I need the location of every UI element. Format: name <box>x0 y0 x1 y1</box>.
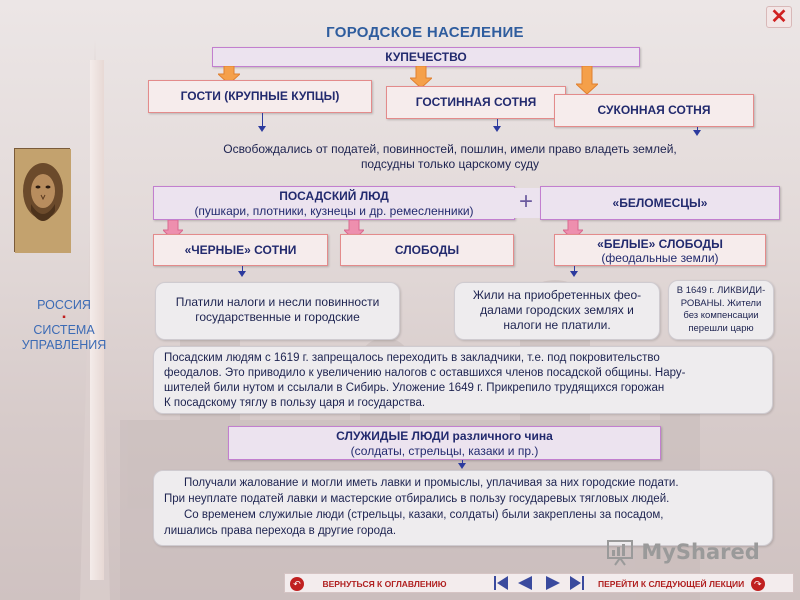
back-to-contents-label: ВЕРНУТЬСЯ К ОГЛАВЛЕНИЮ <box>322 578 447 589</box>
belomestsy-label: «БЕЛОМЕСЦЫ» <box>612 196 708 210</box>
arrow-down-icon <box>238 271 246 277</box>
white-settlements-box: «БЕЛЫЕ» СЛОБОДЫ (феодальные земли) <box>554 234 766 266</box>
watermark-logo: MyShared <box>606 538 766 568</box>
arrow-down-icon <box>493 126 501 132</box>
liquidated-line: без компенсации <box>683 310 759 321</box>
sidebar-caption: РОССИЯ ▪ СИСТЕМА УПРАВЛЕНИЯ <box>14 298 114 353</box>
page-title: ГОРОДСКОЕ НАСЕЛЕНИЕ <box>326 24 524 41</box>
black-hundreds-label: «ЧЕРНЫЕ» СОТНИ <box>184 243 297 257</box>
service-line: Получали жалование и могли иметь лавки и… <box>184 477 679 489</box>
black-hundreds-box: «ЧЕРНЫЕ» СОТНИ <box>153 234 328 266</box>
service-line: Со временем служилые люди (стрельцы, каз… <box>184 509 664 521</box>
belomestsy-box: «БЕЛОМЕСЦЫ» <box>540 186 780 220</box>
close-icon: ✕ <box>770 6 788 28</box>
privileges-line: Освобождались от податей, повинностей, п… <box>223 142 677 156</box>
privileges-line: подсудны только царскому суду <box>360 157 540 171</box>
posad-subtitle: (пушкари, плотники, кузнецы и др. ремесл… <box>194 204 474 218</box>
left-decor-band <box>90 60 104 580</box>
law-line: К посадскому тяглу в пользу царя и госуд… <box>164 397 426 409</box>
guests-label: ГОСТИ (КРУПНЫЕ КУПЦЫ) <box>180 89 340 103</box>
saviour-icon <box>15 149 71 253</box>
close-button[interactable]: ✕ <box>766 6 792 28</box>
connector-line <box>462 460 463 464</box>
service-line: При неуплате податей лавки и мастерские … <box>164 493 670 505</box>
white-settlements-title: «БЕЛЫЕ» СЛОБОДЫ <box>597 237 723 251</box>
sidebar-line-russia: РОССИЯ <box>37 298 91 312</box>
sidebar-line-governance: УПРАВЛЕНИЯ <box>21 338 107 352</box>
orange-arrow-icon <box>218 66 240 84</box>
lived-on-line: далами городских землях и <box>480 303 634 317</box>
plus-sign: + <box>510 188 542 218</box>
orange-arrow-icon <box>576 66 598 94</box>
gostinnaya-box: ГОСТИННАЯ СОТНЯ <box>386 86 566 119</box>
next-slide-icon[interactable] <box>546 575 560 591</box>
posad-people-box: ПОСАДСКИЙ ЛЮД (пушкари, плотники, кузнец… <box>153 186 515 220</box>
law-line: шителей били нутом и ссылали в Сибирь. У… <box>164 382 665 394</box>
icon-portrait-image <box>14 148 71 253</box>
liquidated-line: перешли царю <box>688 322 754 334</box>
settlements-box: СЛОБОДЫ <box>340 234 514 266</box>
service-people-box: СЛУЖИДЫЕ ЛЮДИ различного чина (солдаты, … <box>228 426 661 460</box>
lived-on-line: налоги не платили. <box>503 318 611 332</box>
posad-title: ПОСАДСКИЙ ЛЮД <box>279 189 389 203</box>
service-people-sub: (солдаты, стрельцы, казаки и пр.) <box>350 444 539 458</box>
paid-taxes-line: Платили налоги и несли повинности <box>175 295 380 309</box>
arrow-down-icon <box>458 463 466 469</box>
liquidated-line: В 1649 г. ЛИКВИДИ- <box>676 285 766 296</box>
law-1619-note: Посадским людям с 1619 г. запрещалось пе… <box>153 346 773 414</box>
connector-line <box>242 266 243 272</box>
merchants-box: КУПЕЧЕСТВО <box>212 47 640 67</box>
back-to-contents-button[interactable]: ↶ ВЕРНУТЬСЯ К ОГЛАВЛЕНИЮ <box>290 575 480 591</box>
paid-taxes-line: государственные и городские <box>195 310 360 324</box>
arrow-down-icon <box>693 130 701 136</box>
connector-line <box>697 127 698 131</box>
service-people-title: СЛУЖИДЫЕ ЛЮДИ различного чина <box>336 429 553 443</box>
gostinnaya-label: ГОСТИННАЯ СОТНЯ <box>415 95 537 109</box>
presentation-icon <box>607 540 633 566</box>
prev-slide-icon[interactable] <box>518 575 532 591</box>
merchant-privileges-text: Освобождались от податей, повинностей, п… <box>170 142 730 172</box>
service-line: лишались права перехода в другие города. <box>164 525 397 537</box>
merchants-label: КУПЕЧЕСТВО <box>385 50 467 64</box>
law-line: феодалов. Это приводило к увеличению нал… <box>164 367 686 379</box>
connector-line <box>262 113 263 127</box>
connector-line <box>497 119 498 127</box>
first-slide-icon[interactable] <box>494 575 508 591</box>
lived-on-land-note: Жили на приобретенных фео- далами городс… <box>454 282 660 340</box>
sidebar-bullet: ▪ <box>62 312 66 323</box>
watermark-text: MyShared <box>641 540 760 564</box>
settlements-label: СЛОБОДЫ <box>394 243 460 257</box>
white-settlements-sub: (феодальные земли) <box>601 251 719 265</box>
next-lecture-button[interactable]: ПЕРЕЙТИ К СЛЕДУЮЩЕЙ ЛЕКЦИИ ↷ <box>598 575 790 591</box>
last-slide-icon[interactable] <box>570 575 584 591</box>
orange-arrow-icon <box>410 66 432 88</box>
sukonnaya-label: СУКОННАЯ СОТНЯ <box>597 103 711 117</box>
guests-box: ГОСТИ (КРУПНЫЕ КУПЦЫ) <box>148 80 372 113</box>
return-arrow-icon: ↶ <box>290 576 304 591</box>
paid-taxes-note: Платили налоги и несли повинности госуда… <box>155 282 400 340</box>
connector-line <box>574 266 575 272</box>
arrow-down-icon <box>570 271 578 277</box>
forward-arrow-icon: ↷ <box>750 576 765 591</box>
lived-on-line: Жили на приобретенных фео- <box>472 288 642 302</box>
sidebar-line-system: СИСТЕМА <box>33 323 95 337</box>
service-people-note: Получали жалование и могли иметь лавки и… <box>153 470 773 546</box>
next-lecture-label: ПЕРЕЙТИ К СЛЕДУЮЩЕЙ ЛЕКЦИИ <box>598 578 745 589</box>
arrow-down-icon <box>258 126 266 132</box>
footer-nav-bar <box>284 573 794 593</box>
sukonnaya-box: СУКОННАЯ СОТНЯ <box>554 94 754 127</box>
law-line: Посадским людям с 1619 г. запрещалось пе… <box>164 352 660 364</box>
liquidated-line: РОВАНЫ. Жители <box>680 297 762 309</box>
liquidated-note: В 1649 г. ЛИКВИДИ- РОВАНЫ. Жители без ко… <box>668 280 774 340</box>
